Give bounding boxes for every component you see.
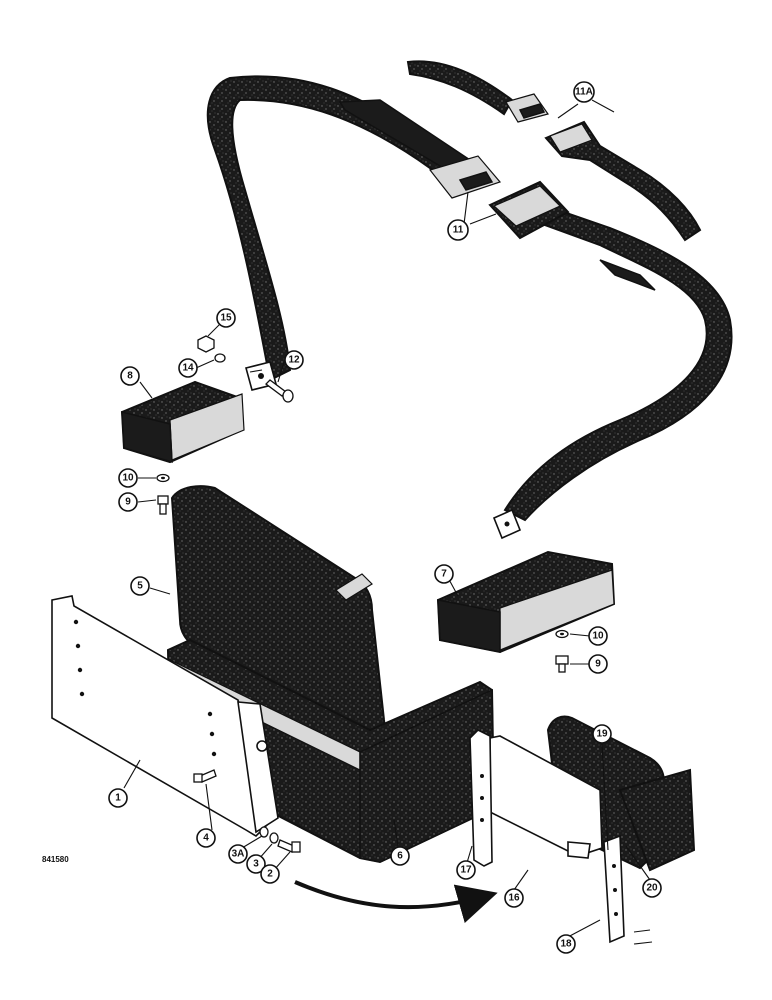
callout-1: 1 bbox=[108, 788, 128, 808]
svg-text:8: 8 bbox=[127, 371, 133, 382]
callout-20: 20 bbox=[642, 878, 662, 898]
svg-text:1: 1 bbox=[115, 793, 121, 804]
svg-text:9: 9 bbox=[125, 497, 131, 508]
callout-10-right: 10 bbox=[588, 626, 608, 646]
bolt-9-right bbox=[555, 655, 569, 673]
callout-3a: 3A bbox=[228, 844, 248, 864]
seat-belt-buckle bbox=[488, 180, 570, 240]
svg-text:3A: 3A bbox=[232, 849, 245, 860]
seat-belt-11a-right-strap bbox=[544, 120, 702, 242]
svg-text:11: 11 bbox=[453, 225, 464, 236]
bolt-9-left bbox=[157, 495, 169, 515]
callout-18: 18 bbox=[556, 934, 576, 954]
arm-rest-right bbox=[436, 550, 616, 654]
callout-8: 8 bbox=[120, 366, 140, 386]
svg-text:18: 18 bbox=[560, 939, 572, 950]
washer-10-right bbox=[555, 629, 569, 639]
inset-seat-assembly bbox=[469, 715, 696, 945]
drawing-reference-number: 841580 bbox=[42, 855, 69, 864]
callout-11: 11 bbox=[447, 219, 469, 241]
svg-text:16: 16 bbox=[508, 893, 520, 904]
bolt-2 bbox=[277, 839, 301, 853]
callout-19: 19 bbox=[592, 724, 612, 744]
callout-17: 17 bbox=[456, 860, 476, 880]
callout-9-right: 9 bbox=[588, 654, 608, 674]
callout-4: 4 bbox=[196, 828, 216, 848]
svg-text:10: 10 bbox=[592, 631, 604, 642]
svg-text:10: 10 bbox=[122, 473, 134, 484]
svg-text:15: 15 bbox=[220, 313, 232, 324]
svg-text:12: 12 bbox=[288, 355, 300, 366]
curved-direction-arrow bbox=[294, 880, 498, 924]
seat-belt-11a-left-strap bbox=[406, 60, 549, 123]
svg-text:7: 7 bbox=[441, 569, 447, 580]
callout-3: 3 bbox=[246, 854, 266, 874]
svg-text:19: 19 bbox=[596, 729, 608, 740]
callout-9-left: 9 bbox=[118, 492, 138, 512]
svg-text:9: 9 bbox=[595, 659, 601, 670]
callout-6: 6 bbox=[390, 846, 410, 866]
seat-belt-right-strap bbox=[503, 206, 733, 522]
svg-text:11A: 11A bbox=[575, 87, 593, 98]
svg-text:17: 17 bbox=[460, 865, 472, 876]
bolt-12 bbox=[265, 379, 294, 403]
washer-3a bbox=[259, 826, 269, 838]
svg-text:4: 4 bbox=[203, 833, 209, 844]
svg-text:3: 3 bbox=[253, 859, 259, 870]
svg-text:5: 5 bbox=[137, 581, 143, 592]
washer-10-left bbox=[156, 473, 170, 483]
svg-text:14: 14 bbox=[182, 363, 194, 374]
seat-belt-end-fitting bbox=[492, 508, 522, 540]
seat-belt-buckle-tongue bbox=[428, 155, 502, 199]
callout-2: 2 bbox=[260, 864, 280, 884]
nut-15 bbox=[197, 335, 215, 353]
callout-10-left: 10 bbox=[118, 468, 138, 488]
arm-rest-left bbox=[120, 380, 245, 464]
callout-12: 12 bbox=[284, 350, 304, 370]
washer-3 bbox=[269, 832, 279, 844]
callout-16: 16 bbox=[504, 888, 524, 908]
callout-5: 5 bbox=[130, 576, 150, 596]
bolt-4 bbox=[193, 769, 217, 783]
washer-14 bbox=[214, 353, 226, 363]
callout-11a: 11A bbox=[573, 81, 595, 103]
callout-15: 15 bbox=[216, 308, 236, 328]
seat-side-plate bbox=[51, 595, 279, 838]
svg-text:20: 20 bbox=[646, 883, 658, 894]
callout-14: 14 bbox=[178, 358, 198, 378]
leader-lines bbox=[123, 99, 651, 939]
callout-7: 7 bbox=[434, 564, 454, 584]
svg-text:6: 6 bbox=[397, 851, 403, 862]
seat-belt-left-strap bbox=[206, 75, 471, 382]
svg-text:2: 2 bbox=[267, 869, 273, 880]
